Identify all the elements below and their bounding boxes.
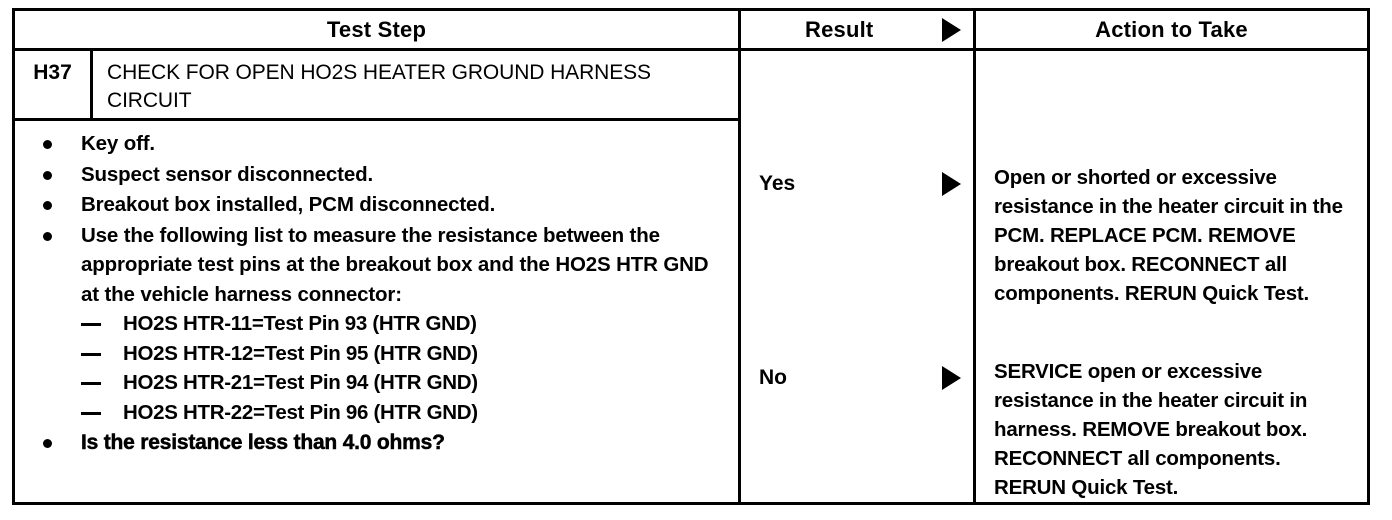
test-step-code: H37 — [15, 51, 93, 118]
em-dash-icon — [81, 411, 101, 415]
list-item: Suspect sensor disconnected. — [29, 160, 728, 190]
result-option-yes: Yes — [741, 169, 973, 199]
test-step-bullet-list: Key off. Suspect sensor disconnected. Br… — [29, 129, 728, 458]
cell-test-step: H37 CHECK FOR OPEN HO2S HEATER GROUND HA… — [15, 51, 741, 502]
list-item: HO2S HTR-21=Test Pin 94 (HTR GND) — [81, 368, 728, 398]
em-dash-icon — [81, 323, 101, 327]
test-pin-text: HO2S HTR-11=Test Pin 93 (HTR GND) — [123, 312, 477, 336]
bullet-text: Use the following list to measure the re… — [81, 223, 709, 306]
table-header-row: Test Step Result Action to Take — [15, 11, 1367, 51]
column-header-result: Result — [741, 11, 976, 48]
list-item: HO2S HTR-11=Test Pin 93 (HTR GND) — [81, 309, 728, 339]
column-header-action-to-take: Action to Take — [1095, 16, 1248, 42]
em-dash-icon — [81, 382, 101, 386]
list-item: Breakout box installed, PCM disconnected… — [29, 190, 728, 220]
triangle-right-icon — [942, 366, 961, 390]
test-step-title-row: H37 CHECK FOR OPEN HO2S HEATER GROUND HA… — [15, 51, 738, 121]
bullet-dot-icon — [43, 439, 52, 449]
test-pin-sublist: HO2S HTR-11=Test Pin 93 (HTR GND) HO2S H… — [81, 309, 728, 427]
table-body-row: H37 CHECK FOR OPEN HO2S HEATER GROUND HA… — [15, 51, 1367, 502]
triangle-right-icon — [942, 17, 961, 42]
question-text: Is the resistance less than 4.0 ohms? — [81, 431, 445, 455]
test-step-body: Key off. Suspect sensor disconnected. Br… — [15, 121, 738, 502]
bullet-dot-icon — [43, 140, 52, 149]
triangle-right-icon — [942, 172, 961, 196]
action-text-yes: Open or shorted or excessive resistance … — [994, 166, 1343, 306]
list-item: Key off. — [29, 129, 728, 159]
list-item: HO2S HTR-12=Test Pin 95 (HTR GND) — [81, 339, 728, 369]
result-label-yes: Yes — [759, 172, 796, 195]
list-item: Use the following list to measure the re… — [29, 221, 728, 428]
bullet-text: Key off. — [81, 132, 155, 155]
action-text-no: SERVICE open or excessive resistance in … — [994, 360, 1308, 500]
bullet-text: Breakout box installed, PCM disconnected… — [81, 193, 496, 217]
cell-action-to-take: Open or shorted or excessive resistance … — [976, 51, 1367, 502]
test-step-title: CHECK FOR OPEN HO2S HEATER GROUND HARNES… — [107, 61, 651, 112]
cell-result: Yes No — [741, 51, 976, 502]
test-pin-text: HO2S HTR-12=Test Pin 95 (HTR GND) — [123, 341, 478, 365]
em-dash-icon — [81, 352, 101, 356]
diagnostic-table: Test Step Result Action to Take H37 CHEC… — [12, 8, 1370, 505]
result-option-no: No — [741, 363, 973, 393]
bullet-dot-icon — [43, 170, 52, 180]
bullet-dot-icon — [43, 201, 52, 211]
column-header-result-label: Result — [805, 16, 874, 42]
list-item: HO2S HTR-22=Test Pin 96 (HTR GND) — [81, 398, 728, 428]
test-pin-text: HO2S HTR-22=Test Pin 96 (HTR GND) — [123, 400, 478, 424]
result-label-no: No — [759, 366, 787, 389]
bullet-dot-icon — [43, 231, 52, 241]
test-pin-text: HO2S HTR-21=Test Pin 94 (HTR GND) — [123, 371, 478, 395]
bullet-text: Suspect sensor disconnected. — [81, 162, 373, 186]
column-header-test-step: Test Step — [15, 11, 741, 48]
test-step-question: Is the resistance less than 4.0 ohms? — [29, 428, 728, 458]
